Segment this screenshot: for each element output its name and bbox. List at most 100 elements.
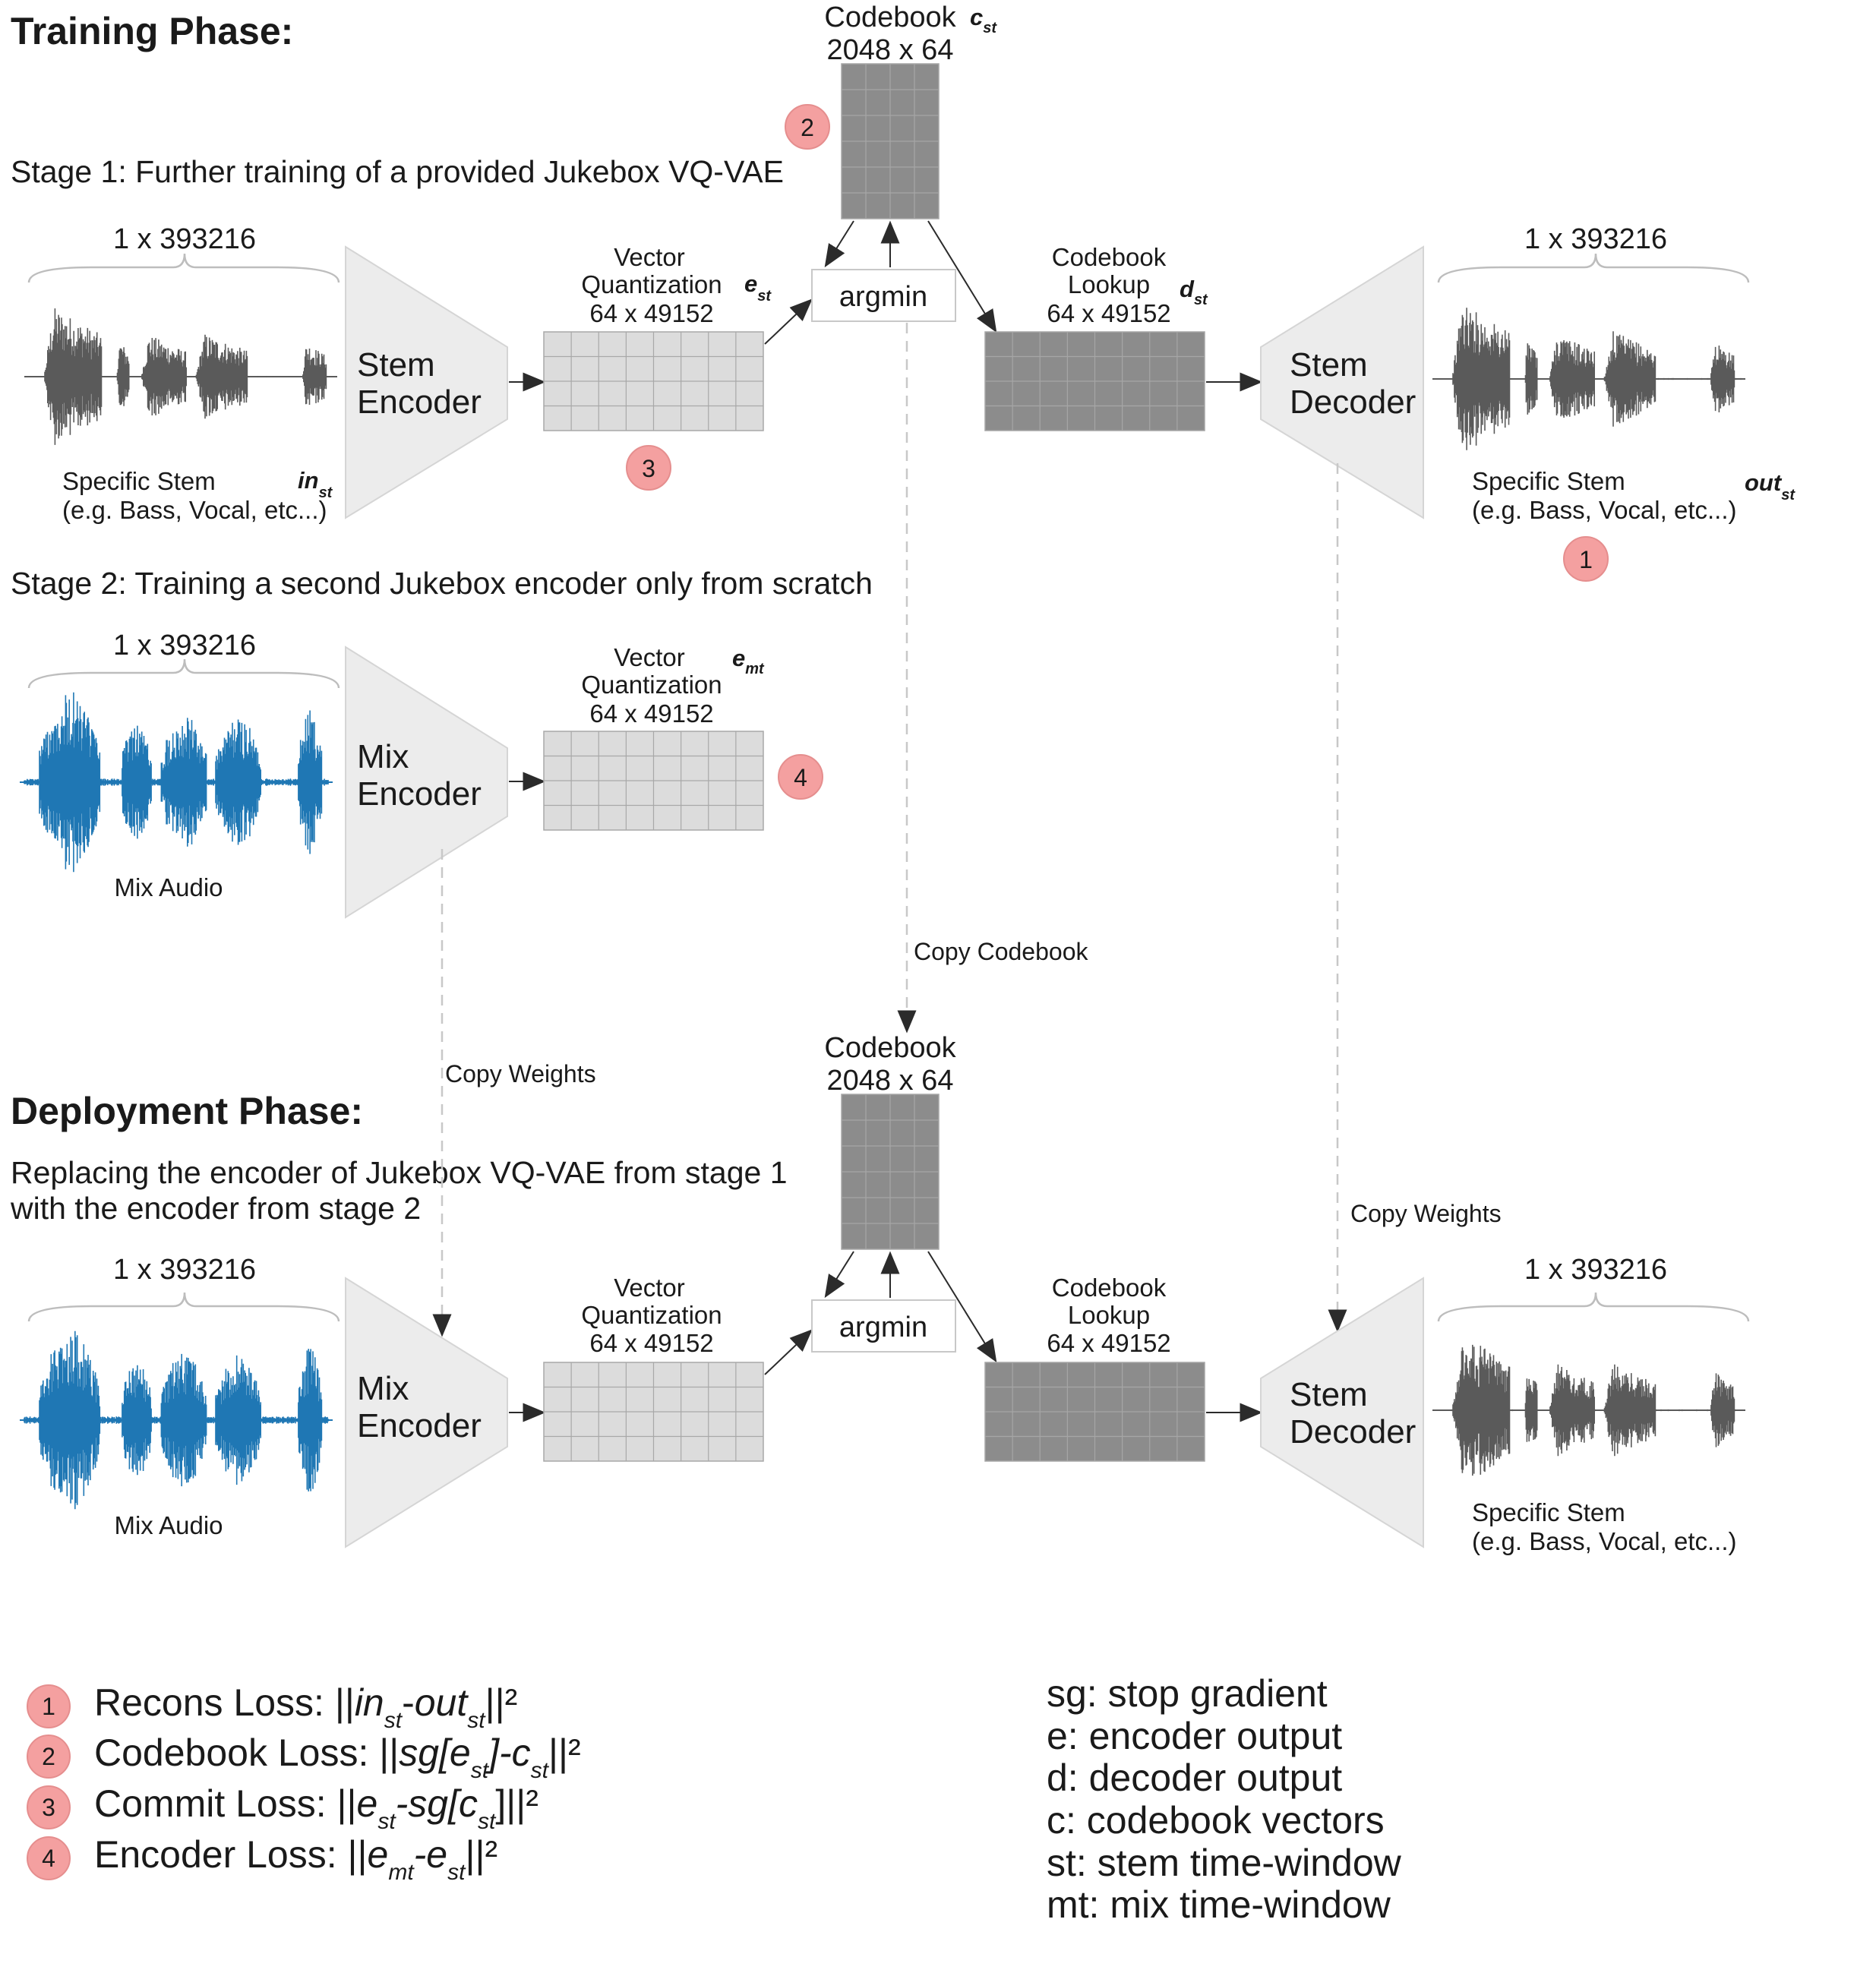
training-phase-title: Training Phase: — [11, 10, 293, 52]
deploy-input-dim-brace — [27, 1292, 340, 1322]
deploy-output-dim-label: 1 x 393216 — [1524, 1254, 1667, 1286]
codebook-grid-stage1 — [841, 63, 940, 219]
svg-text:Commit Loss: ||est-sg[cst]||²: Commit Loss: ||est-sg[cst]||² — [94, 1782, 538, 1834]
glossary-e: e: encoder output — [1047, 1715, 1342, 1757]
vq-grid-stage2 — [543, 731, 764, 831]
lookup-grid-deploy — [984, 1362, 1205, 1462]
input-dim-brace — [27, 253, 340, 283]
e-mt-symbol: emt — [732, 645, 765, 677]
stage1-input-audio: 1 x 393216 Specific Stem (e.g. Bass, Voc… — [24, 223, 340, 524]
output-stem-label: Specific Stem — [1472, 467, 1625, 495]
deploy-stem-decoder-shape — [1260, 1277, 1424, 1548]
stem-encoder: Stem Encoder — [345, 245, 508, 519]
mix-dim-label: 1 x 393216 — [113, 630, 256, 661]
deploy-output-audio: 1 x 393216 Specific Stem (e.g. Bass, Voc… — [1432, 1254, 1750, 1555]
vq-grid-deploy — [543, 1362, 764, 1462]
glossary-c: c: codebook vectors — [1047, 1799, 1385, 1842]
stem-decoder-deploy: Stem Decoder — [1260, 1277, 1424, 1548]
lookup-block-deploy: Codebook Lookup 64 x 49152 — [984, 1274, 1205, 1462]
svg-text:Codebook Loss: ||sg[est]-cst||: Codebook Loss: ||sg[est]-cst||² — [94, 1731, 581, 1783]
copy-codebook-label: Copy Codebook — [914, 938, 1088, 965]
specific-stem-example: (e.g. Bass, Vocal, etc...) — [62, 496, 327, 524]
deploy-argmin-label: argmin — [839, 1312, 927, 1343]
mix-dim-brace — [27, 658, 340, 689]
deploy-input-audio: 1 x 393216 Mix Audio — [20, 1254, 340, 1539]
loss-1: 1 Recons Loss: ||inst-outst||² — [27, 1681, 517, 1733]
glossary-st: st: stem time-window — [1047, 1842, 1402, 1884]
codebook-label-1: Codebook — [824, 2, 956, 33]
stem-encoder-shape — [345, 245, 508, 519]
codebook-stage1: Codebook 2048 x 64 cst — [824, 2, 997, 219]
deploy-codebook-label-2: 2048 x 64 — [827, 1065, 954, 1097]
arrow-deploy-codebook-to-argmin — [824, 1251, 854, 1299]
vq2-label-2: Quantization — [581, 671, 722, 699]
arrow-deploy-vq-to-argmin — [764, 1329, 813, 1375]
stem-waveform-input — [24, 308, 337, 445]
argmin-box-deploy: argmin — [811, 1299, 956, 1353]
stage2-input-audio: 1 x 393216 Mix Audio — [20, 630, 340, 901]
deployment-desc-line2: with the encoder from stage 2 — [10, 1191, 421, 1226]
deploy-mix-encoder-label-2: Encoder — [357, 1407, 482, 1444]
vq-grid-stage1 — [543, 331, 764, 431]
vq-label-3: 64 x 49152 — [589, 299, 713, 327]
vq2-label-1: Vector — [614, 643, 685, 671]
deploy-lookup-label-1: Codebook — [1052, 1274, 1167, 1302]
mix-encoder-label-2: Encoder — [357, 775, 482, 813]
e-st-symbol: est — [744, 270, 772, 305]
loss-3: 3 Commit Loss: ||est-sg[cst]||² — [27, 1782, 538, 1834]
deployment-phase-title: Deployment Phase: — [11, 1090, 363, 1132]
stem-decoder: Stem Decoder — [1260, 245, 1424, 519]
out-st-symbol: outst — [1745, 469, 1795, 503]
stem-waveform-deploy — [1432, 1344, 1745, 1476]
svg-text:4: 4 — [42, 1845, 55, 1872]
deployment-desc-line1: Replacing the encoder of Jukebox VQ-VAE … — [11, 1155, 788, 1190]
stem-encoder-label-1: Stem — [357, 346, 435, 384]
mix-audio-label: Mix Audio — [114, 873, 223, 901]
input-dim-label: 1 x 393216 — [113, 223, 256, 255]
deploy-vq-label-1: Vector — [614, 1274, 685, 1302]
stem-encoder-label-2: Encoder — [357, 384, 482, 421]
deploy-mix-encoder-shape — [345, 1277, 508, 1548]
mix-encoder-deploy: Mix Encoder — [345, 1277, 508, 1548]
argmin-label: argmin — [839, 281, 927, 313]
argmin-box — [811, 269, 956, 322]
glossary-sg: sg: stop gradient — [1047, 1672, 1328, 1715]
lookup-block-stage1: Codebook Lookup 64 x 49152 dst — [984, 243, 1208, 431]
arrow-codebook-to-lookup — [927, 220, 997, 333]
stem-decoder-shape — [1260, 245, 1424, 519]
vq-block-stage1: Vector Quantization 64 x 49152 est — [543, 243, 772, 431]
svg-text:3: 3 — [42, 1794, 55, 1821]
arrow-vq-to-argmin — [764, 298, 813, 345]
deploy-stem-decoder-label-1: Stem — [1290, 1376, 1368, 1413]
badge-4: 4 — [778, 754, 823, 800]
deploy-vq-label-2: Quantization — [581, 1301, 722, 1329]
badge-3: 3 — [626, 445, 671, 491]
deploy-input-dim-label: 1 x 393216 — [113, 1254, 256, 1286]
codebook-label-2: 2048 x 64 — [827, 34, 954, 66]
output-stem-example: (e.g. Bass, Vocal, etc...) — [1472, 496, 1736, 524]
stem-decoder-label-1: Stem — [1290, 346, 1368, 384]
glossary: sg: stop gradient e: encoder output d: d… — [1047, 1672, 1402, 1926]
svg-text:3: 3 — [642, 455, 655, 482]
d-st-symbol: dst — [1180, 276, 1208, 308]
arrow-codebook-to-argmin — [824, 220, 854, 268]
glossary-mt: mt: mix time-window — [1047, 1883, 1391, 1926]
lookup-label-2: Lookup — [1068, 270, 1150, 298]
in-st-symbol: inst — [298, 467, 333, 501]
svg-text:4: 4 — [794, 764, 807, 791]
deploy-lookup-label-2: Lookup — [1068, 1301, 1150, 1329]
c-st-symbol: cst — [970, 4, 997, 36]
vq-label-1: Vector — [614, 243, 685, 271]
stage1-title: Stage 1: Further training of a provided … — [11, 154, 784, 189]
mix-encoder-stage2: Mix Encoder — [345, 646, 508, 919]
vq-label-2: Quantization — [581, 270, 722, 298]
deploy-lookup-label-3: 64 x 49152 — [1047, 1329, 1170, 1357]
svg-text:Recons Loss: ||inst-outst||²: Recons Loss: ||inst-outst||² — [94, 1681, 517, 1733]
deploy-mix-encoder-label-1: Mix — [357, 1370, 409, 1407]
copy-weights-encoder-label: Copy Weights — [445, 1060, 596, 1087]
stage2-title: Stage 2: Training a second Jukebox encod… — [11, 566, 873, 601]
mix-encoder-shape — [345, 646, 508, 919]
vq-block-deploy: Vector Quantization 64 x 49152 — [543, 1274, 764, 1462]
badge-2: 2 — [785, 104, 830, 150]
